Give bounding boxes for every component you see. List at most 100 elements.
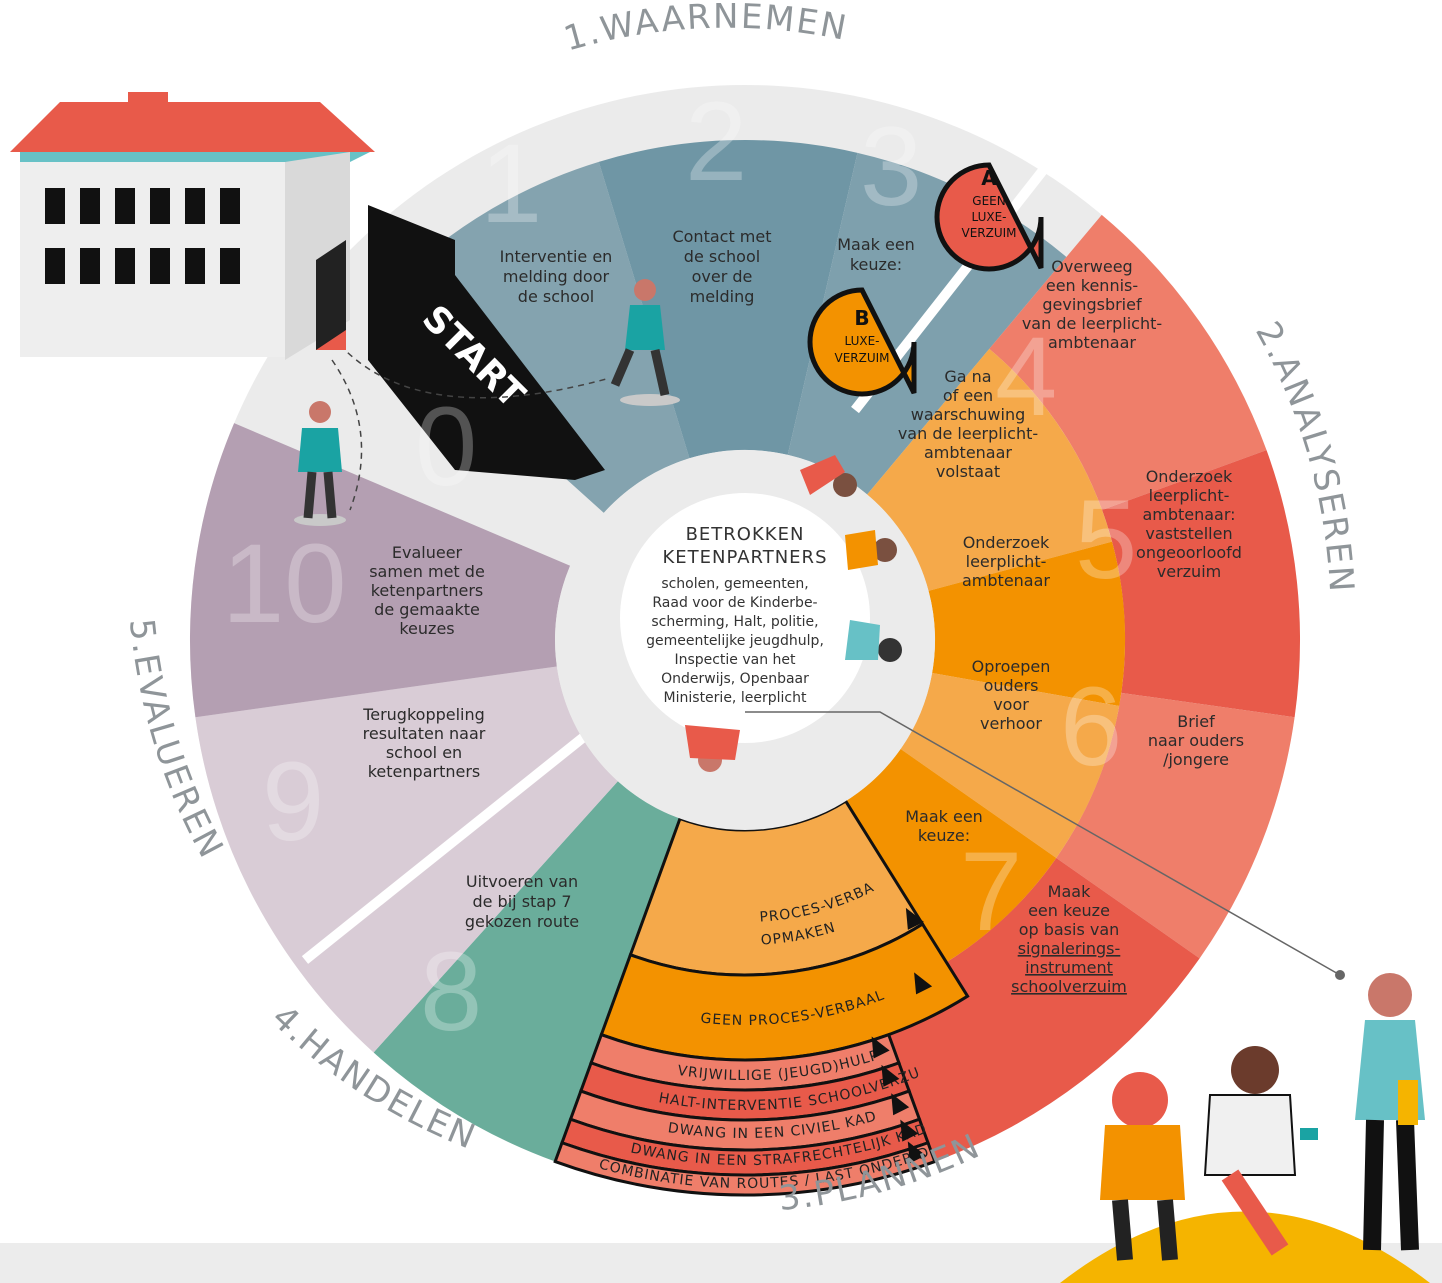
- sector-step-2[interactable]: [598, 140, 858, 459]
- step-number-9: 9: [262, 739, 324, 864]
- step-7-outer-text: een keuze: [1028, 901, 1110, 920]
- step-7-link: instrument: [1025, 958, 1113, 977]
- sector-step-4-inner[interactable]: [867, 348, 1113, 591]
- dashed-path-start: [339, 344, 611, 399]
- step-9-text: school en: [386, 743, 462, 762]
- step-10-text: keuzes: [399, 619, 454, 638]
- badge-geen-luxeverzuim[interactable]: A GEEN LUXE- VERZUIM: [934, 162, 1044, 272]
- step-1-text: de school: [518, 287, 594, 306]
- step-6-inner-text: verhoor: [980, 714, 1042, 733]
- step-number-5: 5: [1075, 477, 1137, 602]
- step-number-4: 4: [995, 314, 1057, 439]
- start-banner[interactable]: [368, 205, 605, 480]
- badge-a-line: GEEN: [972, 194, 1005, 208]
- sector-step-6-outer[interactable]: [1056, 692, 1295, 959]
- sector-step-5-inner[interactable]: [928, 541, 1125, 706]
- pointer-dot: [1335, 970, 1345, 980]
- step-number-6: 6: [1060, 664, 1122, 789]
- step-3-text: keuze:: [850, 255, 902, 274]
- step-4-outer-text: van de leerplicht-: [1022, 314, 1162, 333]
- route-band-5[interactable]: [553, 1140, 937, 1197]
- step-4-inner-text: van de leerplicht-: [898, 424, 1038, 443]
- step-2-text: Contact met: [672, 227, 771, 246]
- step-2-text: melding: [690, 287, 755, 306]
- step-4-outer-text: Overweeg: [1051, 257, 1132, 276]
- route-arrow-icon: [914, 972, 933, 995]
- step-7-top-text: keuze:: [918, 826, 970, 845]
- badge-luxeverzuim[interactable]: B LUXE- VERZUIM: [807, 287, 917, 397]
- step-1-text: melding door: [503, 267, 610, 286]
- step-10-text: Evalueer: [392, 543, 463, 562]
- step-6-inner-text: ouders: [984, 676, 1039, 695]
- step-number-2: 2: [685, 79, 747, 204]
- step-number-8: 8: [420, 929, 482, 1054]
- center-body-line: Ministerie, leerplicht: [664, 690, 807, 706]
- walking-person-icon: [610, 279, 680, 406]
- step-5-inner-text: leerplicht-: [966, 552, 1047, 571]
- step-2-text: de school: [684, 247, 760, 266]
- step-4-inner-text: ambtenaar: [924, 443, 1012, 462]
- step-number-3: 3: [860, 104, 922, 229]
- step-4-outer-text: gevingsbrief: [1042, 295, 1142, 314]
- sector-step-7-outer[interactable]: [874, 857, 1200, 1162]
- sector-step-4-outer[interactable]: [989, 214, 1267, 511]
- badge-b-line: VERZUIM: [834, 351, 889, 365]
- center-body-line: Raad voor de Kinderbe-: [652, 595, 817, 611]
- step-5-outer-text: leerplicht-: [1149, 486, 1230, 505]
- step-4-inner-text: of een: [943, 386, 993, 405]
- step-6-outer-text: Brief: [1177, 712, 1215, 731]
- step-8-text: de bij stap 7: [472, 892, 571, 911]
- route-arrow-icon: [905, 907, 924, 930]
- sector-step-8[interactable]: [373, 781, 681, 1162]
- route-arrow-icon: [881, 1064, 900, 1087]
- step-number-0: 0: [415, 384, 477, 509]
- pointer-line: [745, 711, 1341, 976]
- center-title-line: KETENPARTNERS: [663, 547, 828, 568]
- center-body-line: Inspectie van het: [674, 652, 796, 668]
- step-5-inner-text: ambtenaar: [962, 571, 1050, 590]
- sector-step-5-outer[interactable]: [1102, 450, 1300, 718]
- step-4-outer-text: een kennis-: [1046, 276, 1138, 295]
- sector-step-9[interactable]: [195, 666, 618, 1053]
- phase-waarnemen: 1.WAARNEMEN: [560, 0, 852, 59]
- step-6-inner-text: Oproepen: [972, 657, 1051, 676]
- step-3-text: Maak een: [837, 235, 915, 254]
- center-body-line: Onderwijs, Openbaar: [661, 671, 809, 687]
- step-9-text: ketenpartners: [368, 762, 481, 781]
- step-5-inner-text: Onderzoek: [963, 533, 1050, 552]
- sector-step-6-inner[interactable]: [900, 672, 1120, 858]
- school-building-icon: [10, 92, 375, 360]
- step-10-text: ketenpartners: [371, 581, 484, 600]
- people-group-icon: [1060, 973, 1430, 1283]
- badge-a-line: LUXE-: [971, 210, 1006, 224]
- route-arrow-icon: [871, 1036, 890, 1059]
- sector-step-10[interactable]: [190, 423, 571, 718]
- step-7-top-text: Maak een: [905, 807, 983, 826]
- step-5-outer-text: ambtenaar:: [1142, 505, 1235, 524]
- step-4-inner-text: volstaat: [936, 462, 1000, 481]
- center-body-line: gemeentelijke jeugdhulp,: [646, 633, 824, 649]
- route-arrow-icon: [891, 1093, 910, 1116]
- center-title-line: BETROKKEN: [686, 524, 805, 545]
- sector-step-7-inner[interactable]: [845, 748, 1057, 963]
- step-7-outer-text: Maak: [1048, 882, 1091, 901]
- step-5-outer-text: vaststellen: [1145, 524, 1232, 543]
- step-9-text: resultaten naar: [363, 724, 486, 743]
- partner-figures-icon: [685, 455, 902, 772]
- dashed-path-return: [331, 359, 363, 511]
- step-4-inner-text: Ga na: [944, 367, 991, 386]
- center-circle: [620, 493, 870, 743]
- separator-4-5: [301, 716, 609, 964]
- step-10-text: de gemaakte: [374, 600, 480, 619]
- step-8-text: Uitvoeren van: [466, 872, 578, 891]
- center-body-line: scholen, gemeenten,: [661, 576, 808, 592]
- step-4-inner-text: waarschuwing: [911, 405, 1026, 424]
- step-7-outer-text: op basis van: [1019, 920, 1120, 939]
- badge-b-line: LUXE-: [844, 334, 879, 348]
- step-8-text: gekozen route: [465, 912, 579, 931]
- badge-a-letter: A: [981, 166, 997, 190]
- step-10-text: samen met de: [369, 562, 485, 581]
- center-body: scholen, gemeenten, Raad voor de Kinderbe…: [646, 576, 824, 706]
